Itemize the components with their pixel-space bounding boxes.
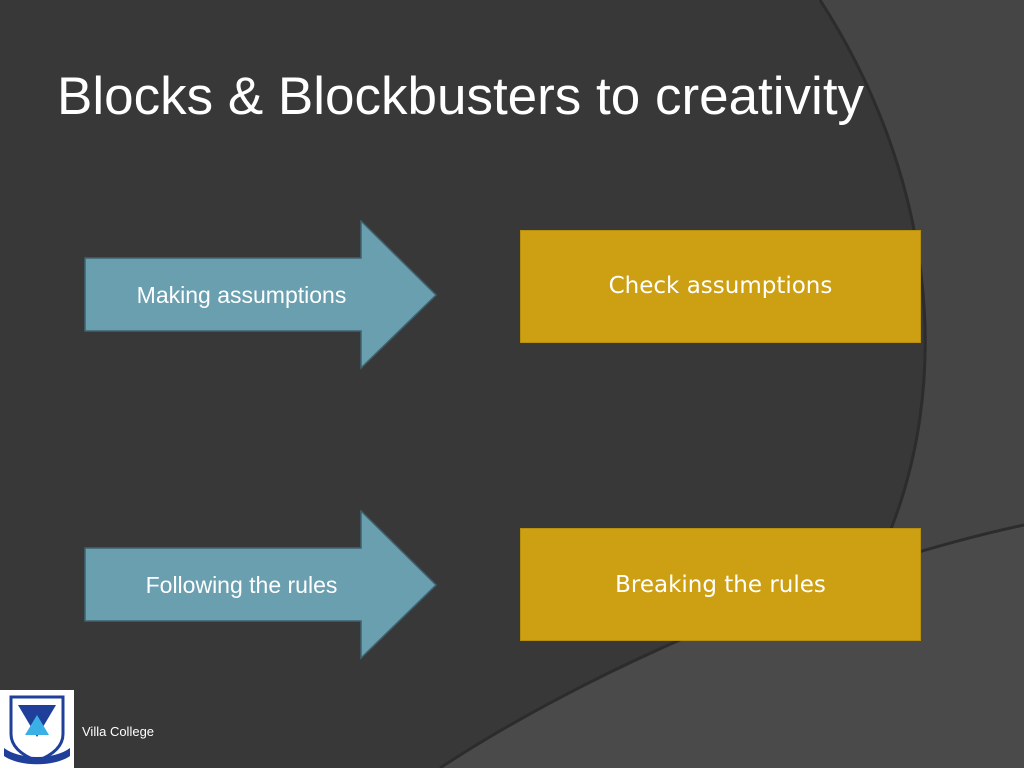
blockbuster-box-assumptions: Check assumptions	[520, 230, 921, 343]
shield-icon	[4, 695, 70, 765]
blockbuster-label: Check assumptions	[608, 273, 833, 299]
footer-text: Villa College	[82, 724, 155, 739]
arrow-shape	[84, 510, 437, 660]
blockbuster-box-rules: Breaking the rules	[520, 528, 921, 641]
block-arrow-assumptions: Making assumptions	[84, 220, 437, 370]
villa-college-logo	[0, 690, 74, 768]
blockbuster-label: Breaking the rules	[615, 572, 826, 598]
block-label: Making assumptions	[136, 282, 347, 308]
block-label: Following the rules	[145, 572, 338, 598]
arrow-shape	[84, 220, 437, 370]
slide-title: Blocks & Blockbusters to creativity	[57, 67, 865, 126]
block-arrow-rules: Following the rules	[84, 510, 437, 660]
